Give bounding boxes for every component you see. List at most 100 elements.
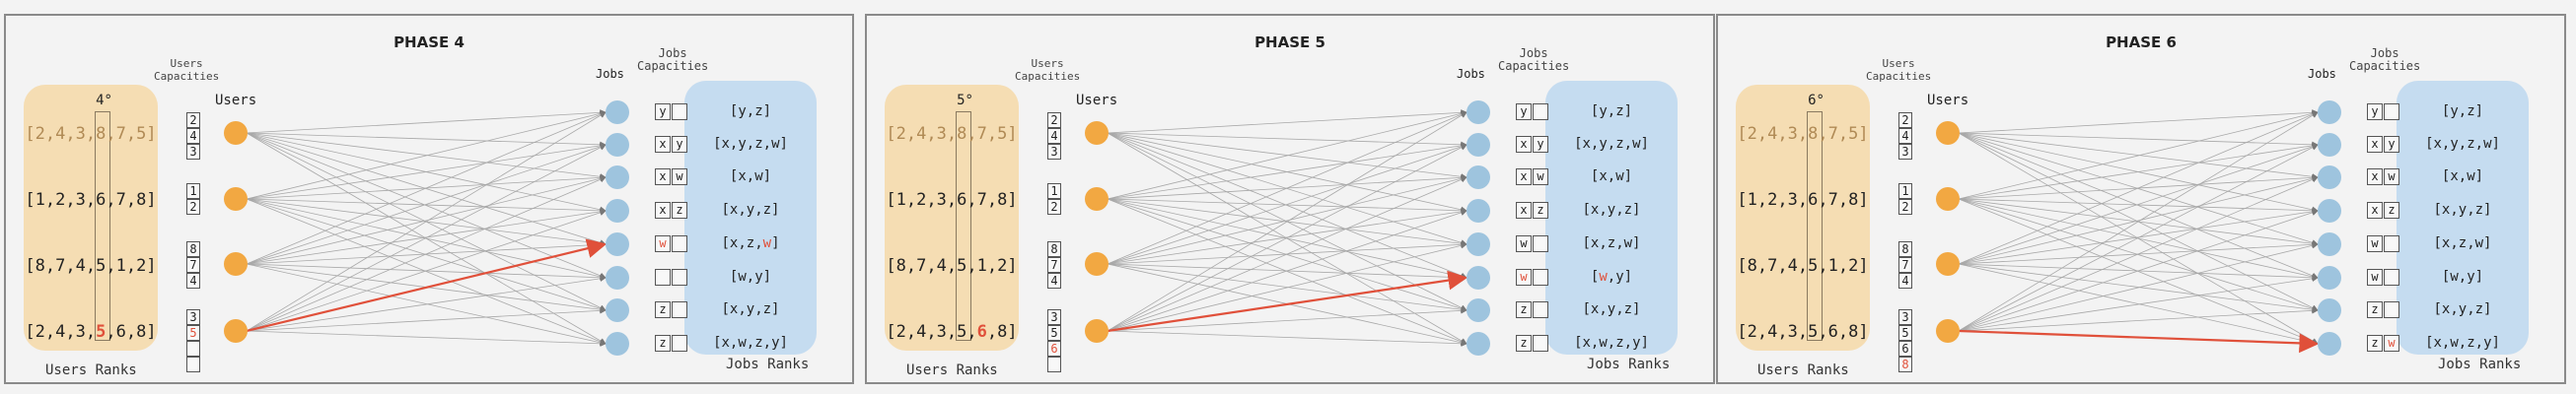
job-node <box>2318 199 2341 223</box>
candidate-edge <box>246 109 607 134</box>
bracket-open: [ <box>1737 256 1748 276</box>
candidate-edge <box>246 275 607 332</box>
rank-item: 3 <box>936 190 947 210</box>
rank-item: 3 <box>75 322 86 342</box>
rank-item: 7 <box>115 124 126 144</box>
user-capacity-cell: 7 <box>186 257 200 273</box>
candidate-edge <box>1107 208 1467 265</box>
candidate-edge <box>1107 132 1467 279</box>
rank-item: [y,z] <box>2441 103 2484 119</box>
rank-item: [x,w,z,y] <box>713 335 788 351</box>
job-node <box>1467 100 1490 124</box>
job-rank-list: [y,z] <box>2397 103 2529 119</box>
job-capacity-cell: y <box>2367 103 2383 120</box>
job-rank-list: [x,w,z,y] <box>1545 335 1678 351</box>
job-node <box>1467 266 1490 290</box>
candidate-edge <box>246 111 607 332</box>
job-node <box>1467 165 1490 189</box>
phase-title: PHASE 4 <box>394 33 465 51</box>
candidate-edge <box>1107 132 1467 246</box>
rank-item: , <box>106 190 116 210</box>
user-rank-list: [2,4,3,5,6,8] <box>1736 322 1870 342</box>
rank-item: 8 <box>997 190 1008 210</box>
user-capacity-cell: 1 <box>1047 183 1061 199</box>
users-capacities-header: Users Capacities <box>154 57 220 83</box>
candidate-edge <box>1958 198 2319 345</box>
rank-item: , <box>946 190 958 210</box>
job-rank-list: [x,w] <box>684 168 817 184</box>
bracket-open: [ <box>1737 190 1748 210</box>
rank-item: 5 <box>997 124 1008 144</box>
job-capacity-cell <box>672 301 687 318</box>
candidate-edge <box>246 209 607 332</box>
user-node <box>1085 319 1109 343</box>
user-capacity-cell: 7 <box>1047 257 1061 273</box>
candidate-edge <box>246 132 607 149</box>
candidate-edge <box>1958 109 2319 134</box>
job-capacity-cell: w <box>2367 235 2383 252</box>
rank-item: 3 <box>1787 190 1798 210</box>
job-capacity-cell <box>672 103 687 120</box>
bracket-close: ] <box>1858 124 1869 144</box>
candidate-edge <box>246 198 607 215</box>
rank-item: , <box>1818 190 1828 210</box>
rank-item: , <box>1777 322 1788 342</box>
rank-item: , <box>926 322 937 342</box>
rank-item: , <box>125 124 137 144</box>
user-rank-list: [2,4,3,8,7,5] <box>24 124 158 144</box>
job-node <box>606 100 629 124</box>
job-node <box>2318 133 2341 157</box>
candidate-edge <box>1958 132 2319 180</box>
rank-item: [w,y] <box>729 269 772 285</box>
rank-item: , <box>65 322 76 342</box>
bracket-open: [ <box>886 190 896 210</box>
proposal-edge <box>246 238 608 333</box>
bracket-close: ] <box>1858 190 1869 210</box>
user-capacity-cell: 8 <box>1898 241 1912 257</box>
job-capacity-cell <box>672 269 687 286</box>
rank-item: 5 <box>1848 124 1859 144</box>
rank-item: , <box>905 256 917 276</box>
job-capacity-cell: w <box>2384 168 2399 185</box>
rank-item: 8 <box>1808 124 1819 144</box>
jobs-ranks-background <box>684 81 817 355</box>
rank-item: , <box>966 124 977 144</box>
rank-item: , <box>905 190 917 210</box>
rank-item: 3 <box>1787 124 1798 144</box>
job-capacity-cell: x <box>1516 136 1532 153</box>
user-node <box>1936 319 1960 343</box>
job-capacity-cell: z <box>655 335 671 352</box>
rank-item: [x,y,z,w] <box>713 136 788 152</box>
candidate-edge <box>1107 175 1467 265</box>
bipartite-graph <box>224 100 629 356</box>
candidate-edge <box>246 330 607 347</box>
candidate-edge <box>1107 110 1467 200</box>
user-rank-list: [8,7,4,5,1,2] <box>24 256 158 276</box>
job-rank-list: [x,y,z] <box>2397 202 2529 218</box>
rank-item: 5 <box>136 124 147 144</box>
rank-item: , <box>1777 124 1788 144</box>
candidate-edge <box>246 132 607 246</box>
job-capacity-cell: z <box>2367 301 2383 318</box>
rank-item: 2 <box>916 190 927 210</box>
rank-item: 1 <box>1747 190 1757 210</box>
rank-item: 6 <box>1808 190 1819 210</box>
rank-item: , <box>1797 322 1809 342</box>
candidate-edge <box>1958 263 2319 313</box>
user-capacity-cell <box>186 357 200 372</box>
rank-item: , <box>1818 322 1828 342</box>
rank-item: , <box>125 256 137 276</box>
job-capacity-cell: z <box>672 202 687 219</box>
job-capacity-cell: x <box>1516 202 1532 219</box>
rank-item: 8 <box>1848 190 1859 210</box>
rank-item: 5 <box>96 256 107 276</box>
rank-item: 8 <box>136 190 147 210</box>
rank-item: , <box>125 190 137 210</box>
job-node <box>2318 165 2341 189</box>
users-capacities-header: Users Capacities <box>1866 57 1932 83</box>
jobs-capacities-header: Jobs Capacities <box>2349 46 2421 73</box>
jobs-capacities-header: Jobs Capacities <box>637 46 709 73</box>
rank-item: 7 <box>115 190 126 210</box>
job-rank-list: [x,w] <box>1545 168 1678 184</box>
